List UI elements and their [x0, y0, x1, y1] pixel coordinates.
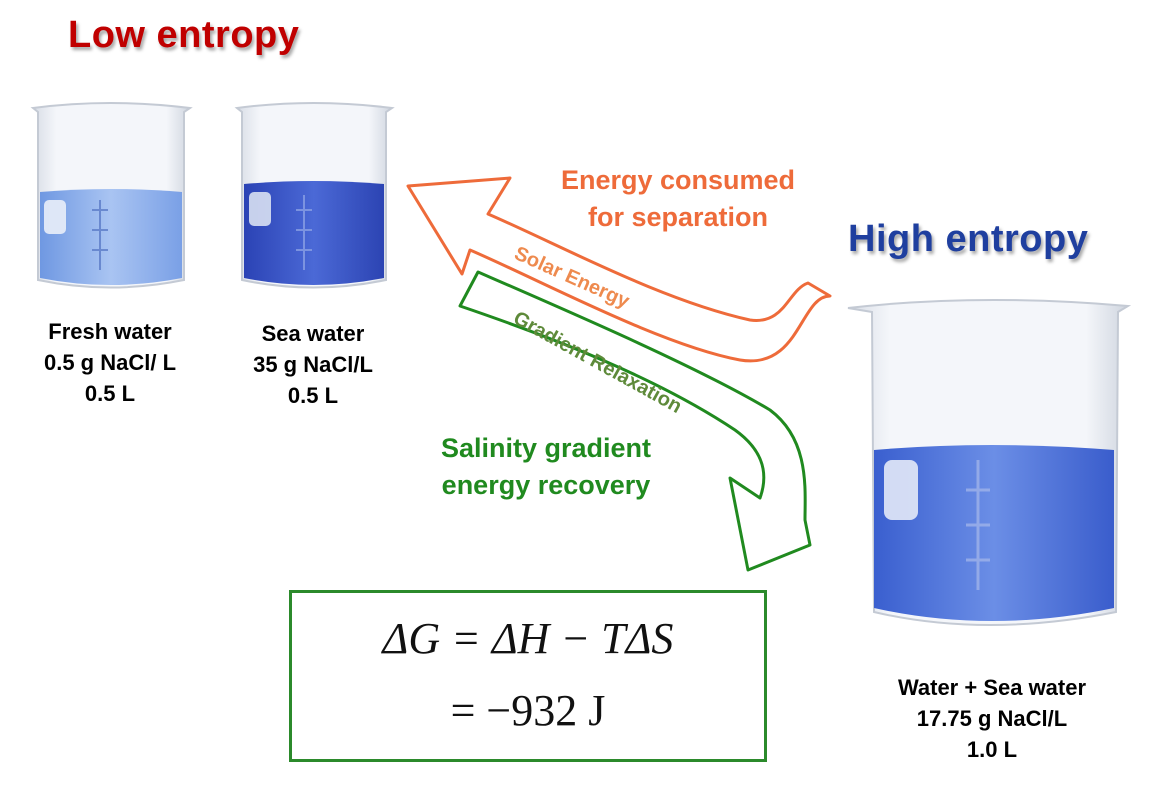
- mixed-water-liquid: [874, 445, 1114, 621]
- fresh-water-concentration: 0.5 g NaCl/ L: [43, 350, 177, 375]
- sea-water-caption: Sea water 35 g NaCl/L 0.5 L: [222, 318, 404, 411]
- sea-water-beaker: [234, 102, 395, 289]
- mixed-water-beaker: [847, 298, 1132, 626]
- recovery-caption: Salinity gradient energy recovery: [396, 430, 696, 504]
- gibbs-result: = −932 J: [450, 686, 606, 735]
- high-entropy-heading: High entropy: [848, 218, 1089, 260]
- recovery-caption-line2: energy recovery: [441, 470, 651, 500]
- recovery-arrow: [458, 270, 812, 572]
- mixed-water-name: Water + Sea water: [897, 675, 1087, 700]
- separation-caption: Energy consumed for separation: [518, 162, 838, 236]
- fresh-water-caption: Fresh water 0.5 g NaCl/ L 0.5 L: [10, 316, 210, 409]
- fresh-water-volume: 0.5 L: [84, 381, 136, 406]
- sea-water-name: Sea water: [261, 321, 365, 346]
- gibbs-formula-box: ΔG = ΔH − TΔS = −932 J: [289, 590, 767, 762]
- mixed-water-volume: 1.0 L: [966, 737, 1018, 762]
- fresh-water-name: Fresh water: [48, 319, 172, 344]
- gibbs-equation: ΔG = ΔH − TΔS: [382, 614, 674, 663]
- sea-water-concentration: 35 g NaCl/L: [253, 352, 373, 377]
- mixed-water-caption: Water + Sea water 17.75 g NaCl/L 1.0 L: [852, 672, 1132, 765]
- fresh-water-liquid: [40, 189, 182, 285]
- sea-water-volume: 0.5 L: [287, 383, 339, 408]
- recovery-caption-line1: Salinity gradient: [440, 433, 652, 463]
- separation-caption-line2: for separation: [587, 202, 769, 232]
- low-entropy-heading: Low entropy: [68, 14, 300, 56]
- separation-arrow: [406, 176, 832, 363]
- fresh-water-beaker: [30, 102, 193, 289]
- sea-water-liquid: [244, 181, 384, 285]
- separation-caption-line1: Energy consumed: [560, 165, 796, 195]
- mixed-water-concentration: 17.75 g NaCl/L: [916, 706, 1068, 731]
